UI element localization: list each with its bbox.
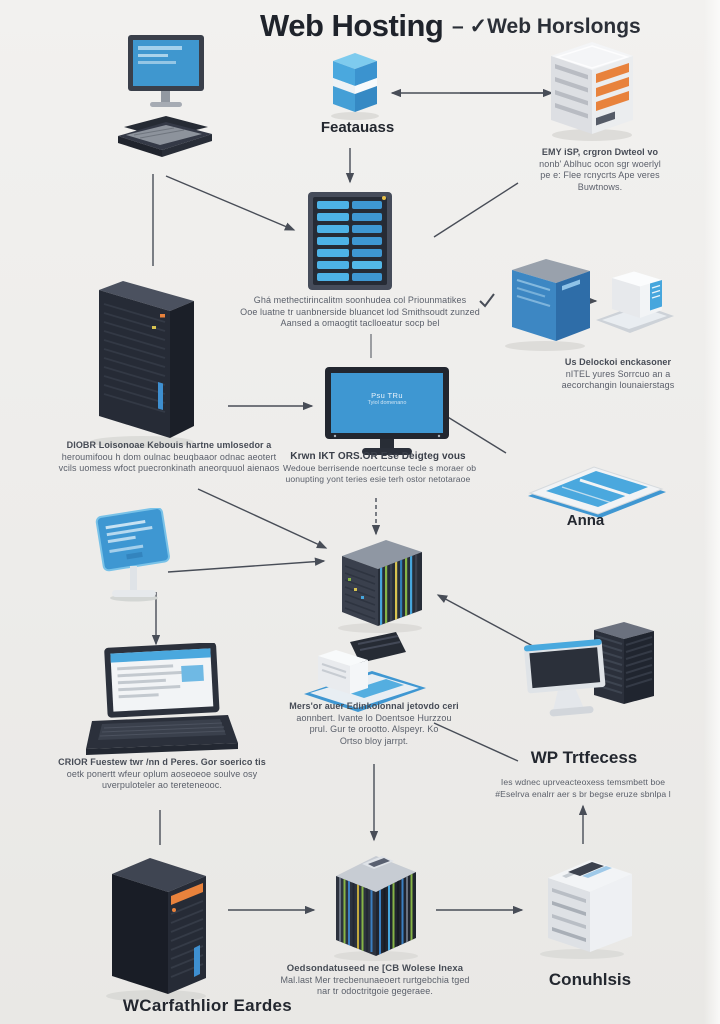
tower-caption: DIOBR Loisonoae Kebouis hartne umlosedor… xyxy=(38,440,300,475)
server-tower-icon xyxy=(90,281,194,448)
workstation-monitor-icon xyxy=(523,639,606,717)
caption-line: vcils uomess wfoct puecronkinath aneorqu… xyxy=(58,463,280,473)
printer-icon xyxy=(304,632,426,712)
wp-caption: Ies wdnec uprveacteoxess temsmbett boe #… xyxy=(492,777,674,800)
caption-line: Ortso bloy jarrpt. xyxy=(339,735,409,746)
caption-line: nar tr odoctritgoie gegeraee. xyxy=(317,986,433,996)
caption-line: Oedsondatuseed ne [CB Wolese Inexa xyxy=(286,963,464,974)
isp-caption: EMY iSP, crgron Dwteol vo nonb' Ablhuc o… xyxy=(505,147,695,193)
anna-label: Anna xyxy=(566,512,605,529)
server-rack-icon xyxy=(308,192,392,290)
caption-line: Ghá methectirincalitm soonhudea col Prio… xyxy=(253,295,467,305)
caption-line: uverpuloteler ao tereteneooc. xyxy=(102,780,222,790)
mini-server-icon xyxy=(562,279,580,291)
caption-line: Krwn IKT ORS.OR Ese Deigteg vous xyxy=(290,451,466,462)
caption-line: oetk ponertt wfeur oplum aoseoeoe soulve… xyxy=(66,768,258,779)
check-mark xyxy=(479,293,495,308)
tower-orange-icon xyxy=(106,858,206,1002)
caption-line: Ies wdnec uprveacteoxess temsmbett boe xyxy=(500,777,666,787)
striped-cube-icon xyxy=(334,856,418,961)
monitor-caption: Krwn IKT ORS.OR Ese Deigteg vous Wedoue … xyxy=(283,451,477,486)
caption-line: Mers'or auer Edinkoionnal jetovdo ceri xyxy=(289,701,459,711)
screen-line: Psu TRu xyxy=(371,391,403,400)
server-orange-icon xyxy=(551,42,633,141)
caption-line: Ooe luatne tr uanbnerside bluancet lod S… xyxy=(240,306,480,317)
monitor-icon xyxy=(325,367,449,455)
caption-line: nITEL yures Sorrcuo an a xyxy=(565,368,671,379)
white-server-icon xyxy=(540,860,632,959)
rack-caption: Ghá methectirincalitm soonhudea col Prio… xyxy=(240,295,480,330)
conuhlsis-label: Conuhlsis xyxy=(548,970,632,989)
caption-line: nonb' Ablhuc ocon sgr woerlyl xyxy=(539,158,661,169)
desktop-monitor-icon xyxy=(118,35,212,157)
caption-line: aecorchangin lounaierstags xyxy=(561,380,675,390)
page-title: Web Hosting xyxy=(260,8,444,43)
caption-line: Us Delockoi enckasoner xyxy=(564,357,672,367)
caption-line: #Eselrva enalrr aer s br begse eruze sbn… xyxy=(495,788,671,799)
page-edge xyxy=(704,0,720,1024)
screen-line: Tyiol domenano xyxy=(367,400,407,406)
server-cabinet-icon xyxy=(523,622,654,717)
small-monitor-icon xyxy=(95,508,170,602)
caption-line: Aansed a omaogtit taclloeatur socp bel xyxy=(280,318,440,328)
caption-line: EMY iSP, crgron Dwteol vo xyxy=(541,147,659,157)
caption-line: DIOBR Loisonoae Kebouis hartne umlosedor… xyxy=(66,440,272,450)
arrow-device-to-rack xyxy=(165,175,296,231)
caption-line: pe e: Flee rcnycrts Ape veres xyxy=(540,170,660,180)
bottom-center-caption: Oedsondatuseed ne [CB Wolese Inexa Mal.l… xyxy=(280,963,470,998)
printer-caption: Mers'or auer Edinkoionnal jetovdo ceri a… xyxy=(288,701,460,747)
notebook-icon xyxy=(528,466,666,518)
laptop-icon xyxy=(86,643,238,755)
wp-interfaces-label: WP Trtfecess xyxy=(530,748,638,767)
migration-caption: Us Delockoi enckasoner nITEL yures Sorrc… xyxy=(523,357,713,392)
caption-line: uonupting yont teries esie terh ostor ne… xyxy=(285,474,471,484)
page-subtitle: – ✓Web Horslongs xyxy=(452,15,641,38)
arrow-diag-to-cube xyxy=(197,488,328,549)
laptop-caption: CRIOR Fuestew twr /nn d Peres. Gor soeri… xyxy=(52,757,272,792)
caption-line: aonnbert. Ivante lo Doentsoe Hurzzou xyxy=(296,712,452,723)
caption-line: prul. Gur te orootto. Alspeyr. Ko xyxy=(309,724,439,734)
caption-line: CRIOR Fuestew twr /nn d Peres. Gor soeri… xyxy=(58,757,266,767)
cube-server-icon xyxy=(338,540,422,633)
workstation-label: WCarfathlior Eardes xyxy=(122,996,293,1015)
caption-line: Mal.last Mer trecbenunaeoert rurtgebchia… xyxy=(280,974,470,985)
features-label: Featauass xyxy=(320,119,395,136)
caption-line: heroumifoou h dom oulnac beuqbaaor odnac… xyxy=(61,451,277,462)
arrow-smallmonitor-to-cube xyxy=(167,557,326,573)
database-icon xyxy=(331,53,379,120)
caption-line: Wedoue berrisende noertcunse tecle s mor… xyxy=(283,462,477,473)
monitor-screen-text: Psu TRu Tyiol domenano xyxy=(331,391,443,406)
caption-line: Buwtnows. xyxy=(577,181,623,192)
server-blue-icon xyxy=(505,259,674,351)
